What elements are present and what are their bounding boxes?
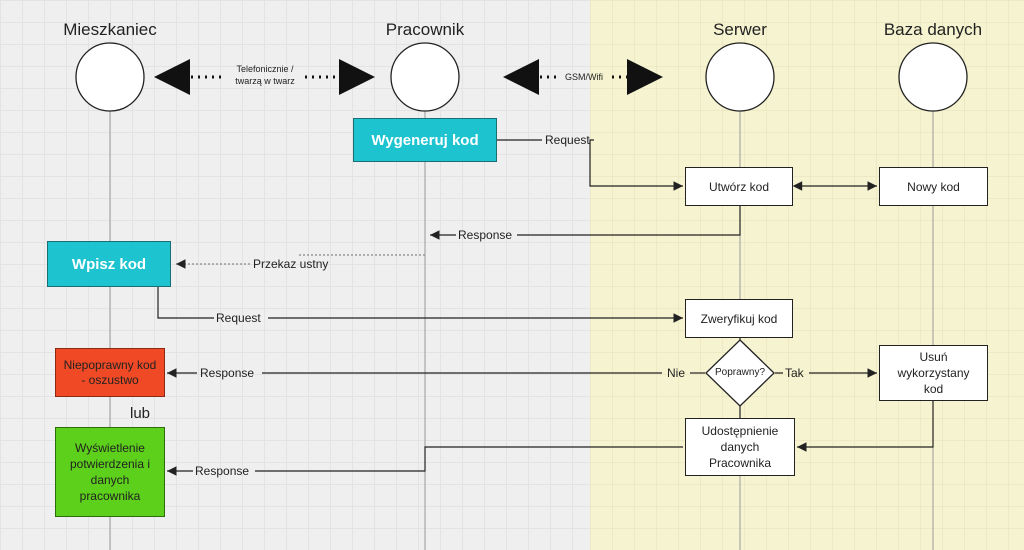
create-code-box: Utwórz kod: [685, 167, 793, 206]
connector-request-2: [157, 287, 683, 318]
share-data-box: Udostępnienie danych Pracownika: [685, 418, 795, 476]
actor-name-mieszkaniec: Mieszkaniec: [63, 20, 157, 39]
confirmation-box: Wyświetlenie potwierdzenia i danych prac…: [55, 427, 165, 517]
wrong-code-box: Niepoprawny kod - oszustwo: [55, 348, 165, 397]
connector-delete-share: [797, 401, 934, 452]
actor-circle-pracownik: [390, 42, 460, 112]
enter-code-box: Wpisz kod: [47, 241, 171, 287]
lifelines: [109, 110, 934, 550]
label-verbal: Przekaz ustny: [253, 257, 329, 271]
connector-response-ok: [167, 446, 683, 471]
decision-diamond: [705, 339, 775, 407]
label-response-ok: Response: [195, 464, 250, 478]
channel-phone-label: Telefonicznie / twarzą w twarz: [220, 63, 310, 87]
label-request-1: Request: [545, 133, 590, 147]
label-yes: Tak: [785, 366, 804, 380]
actor-name-serwer: Serwer: [713, 20, 767, 39]
actor-circle-baza: [898, 42, 968, 112]
delete-code-box: Usuń wykorzystany kod: [879, 345, 988, 401]
channel-phone-line2: twarzą w twarz: [235, 76, 295, 86]
actor-circle-serwer: [705, 42, 775, 112]
channel-gsm-label: GSM/Wifi: [565, 72, 603, 82]
decision-label: Poprawny?: [714, 367, 766, 378]
verify-code-box: Zweryfikuj kod: [685, 299, 793, 338]
actor-name-baza: Baza danych: [883, 20, 983, 39]
label-response-wrong: Response: [200, 366, 255, 380]
label-no: Nie: [667, 366, 686, 380]
actor-name-pracownik: Pracownik: [385, 20, 465, 39]
connector-request-1: [497, 139, 683, 186]
connector-response-1: [430, 206, 741, 235]
channel-phone-line1: Telefonicznie /: [236, 64, 294, 74]
generate-code-box: Wygeneruj kod: [353, 118, 497, 162]
new-code-box: Nowy kod: [879, 167, 988, 206]
or-label: lub: [130, 405, 151, 422]
actor-circle-mieszkaniec: [75, 42, 145, 112]
label-response-1: Response: [458, 228, 513, 242]
label-request-2: Request: [216, 311, 261, 325]
